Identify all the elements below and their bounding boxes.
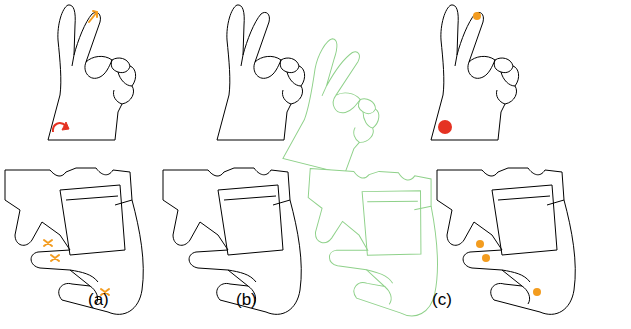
motion-arrow (89, 11, 97, 22)
hand-outline (5, 168, 143, 314)
rotation-arrow-head (62, 122, 69, 130)
hand-outline (163, 168, 301, 314)
contact-dot (476, 240, 484, 248)
target-hand-outline (283, 34, 395, 179)
contact-dot (533, 288, 541, 296)
hand-outline (217, 5, 305, 140)
target-hand-outline (300, 167, 444, 318)
hand-outline (437, 168, 575, 314)
panel-label: (a) (88, 290, 109, 310)
motion-cross (44, 240, 52, 246)
contact-dot (482, 254, 490, 262)
hand-outline (48, 5, 136, 140)
wrist-dot (438, 120, 452, 134)
contact-dot (473, 12, 481, 20)
panel-label: (b) (236, 290, 257, 310)
hand-outline (431, 5, 519, 140)
panel-label: (c) (432, 290, 452, 310)
motion-cross (51, 255, 59, 261)
